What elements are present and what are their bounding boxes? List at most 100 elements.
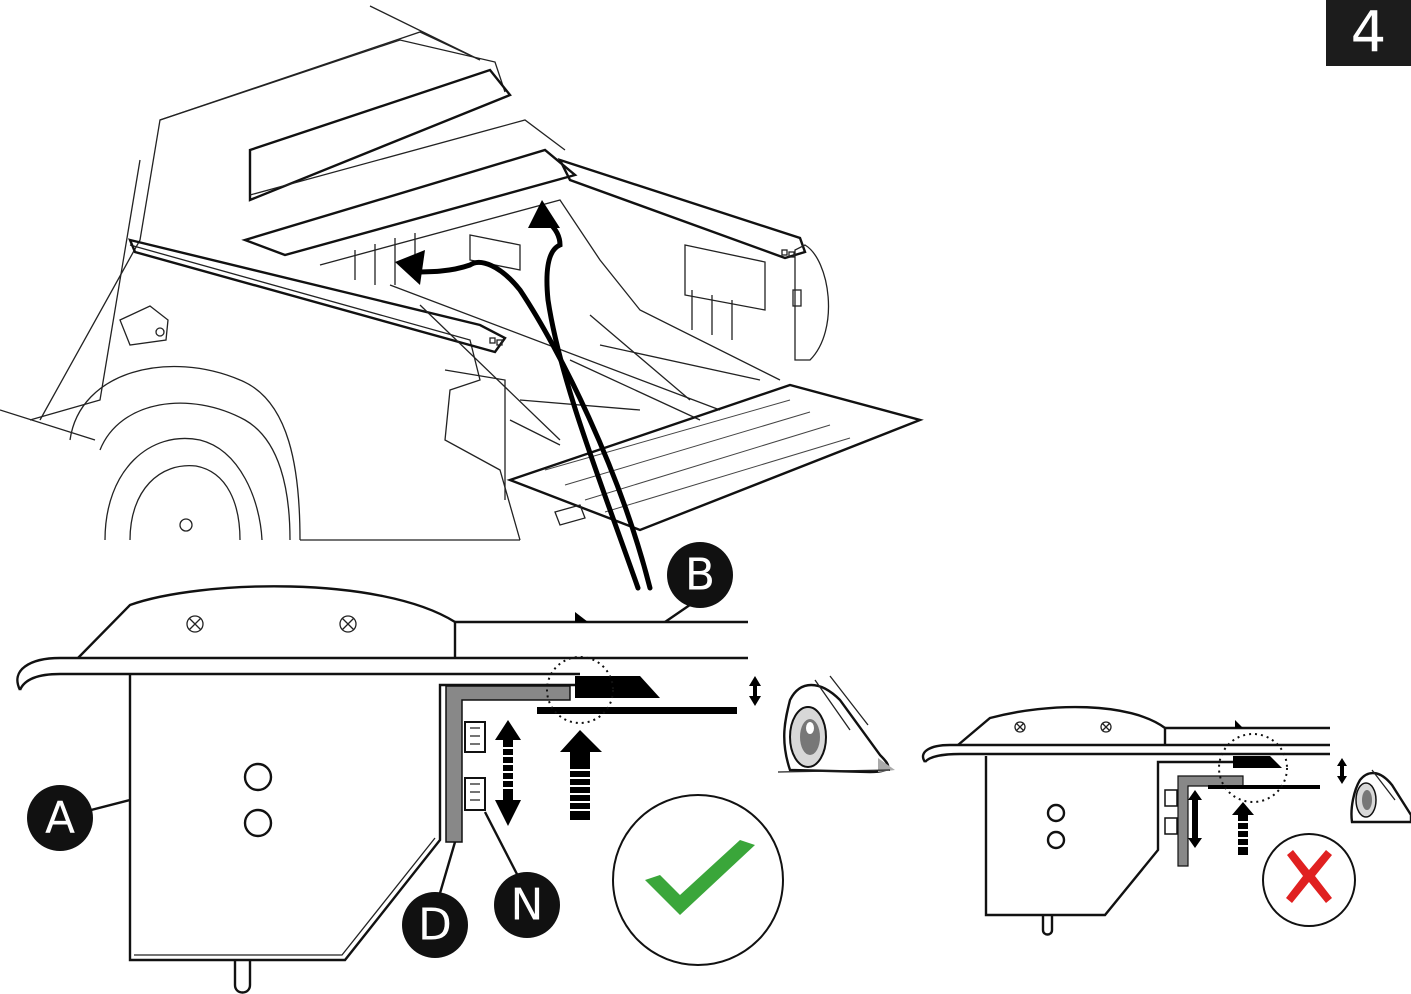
rail-hole-lower	[243, 808, 273, 838]
screw-small-1	[1014, 721, 1026, 733]
left-bed-rail	[127, 238, 507, 354]
routing-cable-right	[544, 219, 641, 591]
rail-lip-top	[16, 656, 748, 691]
bolt-small-upper	[1164, 789, 1178, 807]
rail-hole-upper	[243, 762, 273, 792]
focus-circle	[546, 656, 614, 724]
rail-screw-left-2	[496, 339, 503, 346]
svg-text:D: D	[418, 900, 452, 951]
tire	[104, 437, 263, 541]
rail-hole-small-lower	[1046, 830, 1066, 850]
cross-mark-icon	[1286, 850, 1332, 903]
svg-text:N: N	[511, 880, 544, 931]
screw-2-cross	[341, 617, 355, 631]
eye-icon	[777, 675, 895, 774]
adjust-arrow-stripes	[500, 747, 516, 789]
seal-strip-small	[1208, 785, 1320, 789]
rim	[129, 465, 241, 541]
bed-side-body	[129, 244, 521, 541]
front-header-bar	[241, 148, 578, 257]
routing-cable-left	[407, 259, 653, 591]
wheel-hub	[179, 518, 193, 532]
seal-wedge-small	[1233, 756, 1282, 768]
screw-2	[339, 615, 357, 633]
rail-lip-bottom-small	[924, 752, 1330, 763]
routing-arrowhead-right	[528, 200, 560, 228]
cover-notch	[575, 612, 588, 622]
cover-end-cap-small	[957, 705, 1167, 746]
eye-icon-small	[1350, 769, 1411, 824]
routing-arrowhead-left	[395, 250, 425, 285]
side-pocket	[684, 244, 766, 311]
rail-screw-right-1	[781, 249, 788, 256]
tailgate	[506, 383, 924, 532]
label-d: D	[402, 892, 468, 958]
bracket-d	[445, 685, 571, 843]
correct-detail	[16, 585, 895, 994]
svg-text:B: B	[685, 550, 715, 601]
focus-circle-small	[1218, 733, 1288, 803]
cab-bottom-line	[0, 409, 96, 441]
label-a: A	[27, 785, 93, 851]
screw-1-cross	[188, 617, 202, 631]
label-n-leader	[483, 811, 522, 881]
floor-slats	[509, 314, 761, 446]
right-tail-light	[794, 244, 830, 361]
cab-window-frame	[248, 68, 512, 202]
tailgate-latch	[792, 289, 802, 307]
push-up-arrow-small	[1232, 802, 1254, 855]
rail-body-a	[128, 674, 580, 962]
seal-strip	[537, 707, 737, 714]
label-n: N	[494, 872, 560, 938]
label-d-leader	[436, 841, 457, 901]
bed-front-ribs	[354, 233, 416, 285]
bolt-upper-thread	[470, 727, 480, 745]
bolt-lower	[464, 777, 486, 811]
wheel-arch-outer	[69, 365, 301, 541]
bed-pocket	[469, 234, 521, 271]
bolt-upper	[464, 721, 486, 753]
fuel-door-hinge	[155, 327, 165, 337]
tail-light	[444, 369, 506, 500]
rail-screw-left-1	[489, 337, 496, 344]
bolt-small-lower	[1164, 817, 1178, 835]
rail-screw-right-2	[788, 251, 795, 258]
side-ribs	[691, 290, 733, 340]
cover-notch-small	[1235, 720, 1243, 728]
gap-indicator	[749, 676, 761, 706]
svg-text:A: A	[45, 793, 75, 844]
seal-wedge	[575, 676, 660, 698]
header-top-edge	[249, 119, 566, 196]
cab-outline	[39, 5, 481, 421]
check-mark-icon	[645, 840, 755, 915]
right-bed-rail	[557, 157, 807, 260]
step-number-badge: 4	[1326, 0, 1411, 66]
gap-indicator-small	[1337, 758, 1347, 784]
rail-body-inner	[134, 837, 436, 956]
rail-lip-top-small	[921, 743, 1330, 763]
screw-small-2-cross	[1101, 722, 1111, 732]
rail-body-small	[984, 756, 1260, 917]
push-up-arrow	[560, 730, 602, 820]
label-b: B	[667, 542, 733, 608]
push-up-stripes	[568, 769, 592, 811]
bolt-lower-thread	[470, 783, 480, 801]
tailgate-ribs	[544, 399, 851, 513]
screw-1	[186, 615, 204, 633]
fuel-door	[119, 305, 169, 346]
push-up-stripes-small	[1236, 821, 1250, 847]
truck-illustration	[0, 5, 924, 591]
rail-foot	[233, 960, 252, 994]
cab-side	[29, 159, 141, 421]
rail-lip-bottom	[18, 672, 580, 691]
bracket-small	[1177, 775, 1244, 867]
cover-end-cap	[77, 585, 457, 659]
screw-small-1-cross	[1015, 722, 1025, 732]
screw-small-2	[1100, 721, 1112, 733]
wheel-arch-inner	[99, 402, 291, 541]
bed-interior-front	[319, 199, 781, 381]
cab-roof	[159, 39, 506, 121]
tailgate-handle	[554, 504, 586, 526]
adjust-arrow-small	[1188, 790, 1202, 848]
